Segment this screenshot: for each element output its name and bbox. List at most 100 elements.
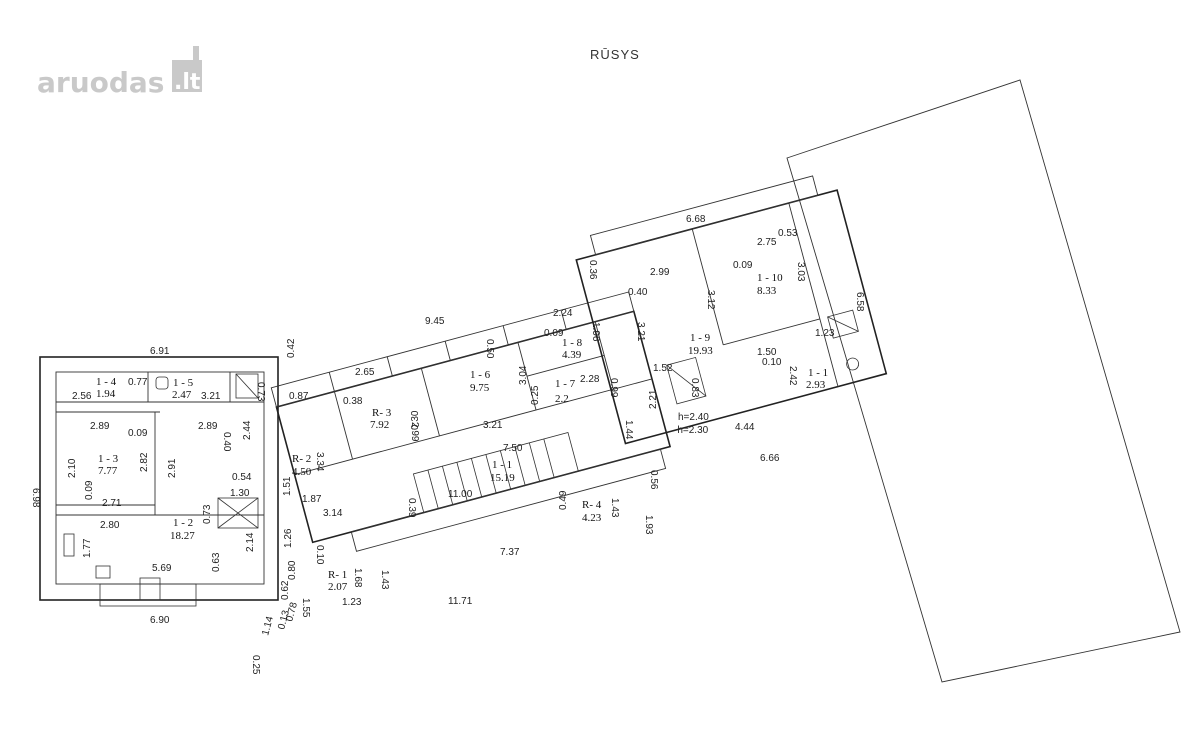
dimension-label: 2.24 (553, 308, 573, 319)
dimension-label: 0.39 (406, 498, 417, 518)
right-outer-wall (575, 189, 888, 445)
dimension-label: 0.10 (762, 357, 782, 368)
height-note: -h=2.30 (674, 425, 709, 436)
dimension-label: 3.21 (483, 420, 503, 431)
dimension-label: 4.44 (735, 422, 755, 433)
stair-step (514, 446, 526, 486)
dimension-label: 1.43 (609, 498, 620, 518)
dimension-label: 0.83 (689, 378, 700, 398)
room-area: 19.93 (688, 345, 713, 357)
dimension-label: 3.04 (518, 365, 529, 385)
left-wing (39, 356, 279, 607)
room-area: 18.27 (170, 530, 195, 542)
dimension-label: 0.63 (211, 552, 222, 572)
window-bay (139, 577, 161, 601)
dimension-label: 3.03 (795, 262, 806, 282)
dimension-label: 2.10 (67, 458, 78, 478)
dimension-label: 0.50 (484, 339, 495, 359)
room-label: 1 - 7 2.2 (555, 378, 576, 405)
wall (333, 391, 353, 460)
dimension-label: 2.44 (242, 420, 253, 440)
dimension-label: 0.13 (276, 609, 292, 631)
wall (788, 202, 839, 387)
dimension-label: 9.45 (425, 316, 445, 327)
room-id: 1 - 1 (808, 367, 828, 379)
room-id: 1 - 6 (470, 369, 491, 381)
dimension-label: 0.77 (128, 377, 148, 388)
room-label: 1 - 3 7.77 (98, 453, 119, 477)
dimension-label: 0.09 (128, 428, 148, 439)
room-area: 8.33 (757, 285, 777, 297)
dimension-label: 2.42 (787, 366, 798, 386)
dimension-label: 11.00 (448, 489, 473, 500)
room-id: R- 4 (582, 499, 602, 511)
dimension-label: 0.54 (232, 472, 252, 483)
room-area: 2.2 (555, 393, 569, 405)
room-labels: 1 - 4 1.94 1 - 5 2.47 1 - 3 7.77 1 - 2 1… (96, 272, 828, 593)
dimension-label: 11.71 (448, 596, 473, 607)
stair-step (442, 466, 454, 505)
dimension-label: 1.51 (282, 476, 293, 496)
dimension-label: 0.09 (544, 328, 564, 339)
logo-brand-text: aruodas (37, 66, 164, 99)
stair-step (485, 454, 497, 494)
shower-icon (235, 373, 259, 399)
room-id: 1 - 9 (690, 332, 711, 344)
window-bay (99, 583, 197, 607)
logo-house-shape (172, 60, 202, 92)
lower-strip (350, 448, 667, 552)
wall (691, 228, 724, 345)
dimension-label: 2.71 (102, 498, 122, 509)
dimension-label: 0.99 (608, 378, 619, 398)
room-area: 2.47 (172, 389, 192, 401)
dimension-label: 0.25 (530, 385, 541, 405)
dimension-label: 0.87 (289, 391, 309, 402)
dimension-label: 3.14 (323, 508, 343, 519)
dimension-label: 0.49 (558, 490, 569, 510)
room-id: 1 - 1 (492, 459, 512, 471)
room-label: R- 3 7.92 (370, 407, 392, 431)
wall (526, 355, 605, 377)
stair-box (666, 356, 707, 405)
dimension-label: 6.90 (150, 615, 170, 626)
room-area: 4.23 (582, 512, 602, 524)
dimension-label: 6.91 (150, 346, 170, 357)
wall (594, 321, 614, 390)
dimension-label: 2.89 (198, 421, 218, 432)
room-area: 1.94 (96, 388, 116, 400)
dimension-label: 1.26 (283, 528, 294, 548)
dimension-labels: 6.91 6.98 6.90 2.56 0.77 3.21 0.73 2.89 … (30, 214, 865, 675)
dimension-label: 2.99 (409, 422, 420, 442)
sink-icon (63, 533, 75, 557)
dimension-label: 2.80 (100, 520, 120, 531)
dimension-label: 0.40 (221, 432, 232, 452)
room-area: 2.07 (328, 581, 348, 593)
wall (502, 325, 509, 346)
room-label: 1 - 6 9.75 (470, 369, 491, 394)
dimension-label: 0.10 (314, 545, 325, 565)
wall (420, 368, 440, 436)
dimension-label: 1.30 (230, 488, 250, 499)
dimension-label: 5.69 (152, 563, 172, 574)
shower-icon (827, 309, 859, 339)
dimension-label: 0.53 (778, 228, 798, 239)
room-id: 1 - 3 (98, 453, 119, 465)
dimension-label: 6.66 (760, 453, 780, 464)
stair-step (499, 450, 512, 490)
room-label: R- 4 4.23 (582, 499, 602, 524)
stair-box (217, 497, 259, 529)
room-id: R- 2 (292, 453, 311, 465)
dimension-label: 3.21 (635, 322, 646, 342)
dimension-label: 2.82 (139, 452, 150, 472)
stair-step (456, 462, 468, 502)
room-area: 4.50 (292, 466, 312, 478)
room-id: 1 - 7 (555, 378, 576, 390)
dimension-label: 2.56 (72, 391, 92, 402)
dimension-label: 0.38 (343, 396, 363, 407)
room-area: 9.75 (470, 382, 490, 394)
dimension-label: 0.09 (84, 480, 95, 500)
dimension-label: 0.80 (287, 560, 298, 580)
room-label: 1 - 9 19.93 (688, 332, 713, 357)
wall (560, 309, 567, 330)
